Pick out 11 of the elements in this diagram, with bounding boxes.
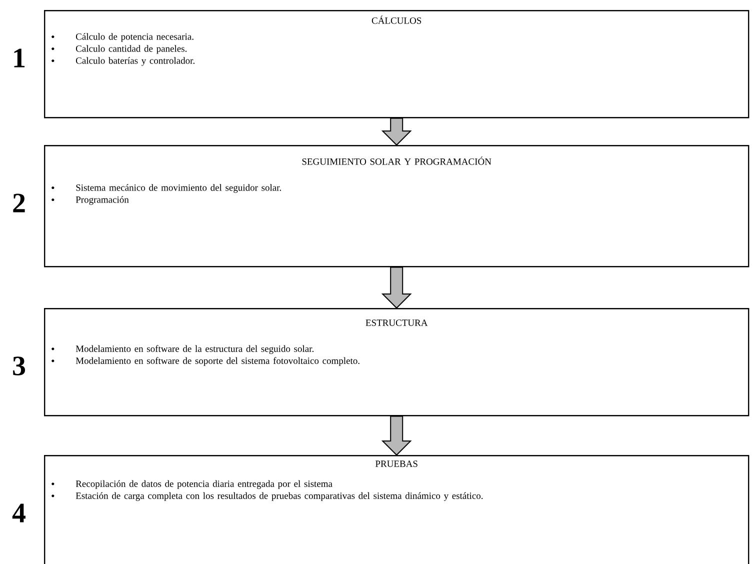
process-box: CÁLCULOS Cálculo de potencia necesaria. Calculo cantidad de paneles. Calculo baterías y controlador. [44,10,750,118]
block-arrow [381,118,412,146]
step-number: 4 [12,504,26,522]
step-number: 1 [14,48,25,68]
process-box: PRUEBAS Recopilación de datos de potencia diaria entregada por el sistema Estación de carga completa con los resultados de pruebas comparativas del sistema dinámico y estático. [44,455,750,564]
process-box: ESTRUCTURA Modelamiento en software de la estructura del seguido solar. Modelamiento en software de soporte del sistema fotovoltaico completo. [44,308,750,416]
block-arrow [381,416,412,456]
process-box: SEGUIMIENTO SOLAR Y PROGRAMACIÓN Sistema mecánico de movimiento del seguidor solar. Programación [44,145,750,268]
step-number: 2 [13,194,25,212]
block-arrow [381,266,412,309]
step-number: 3 [13,356,26,376]
